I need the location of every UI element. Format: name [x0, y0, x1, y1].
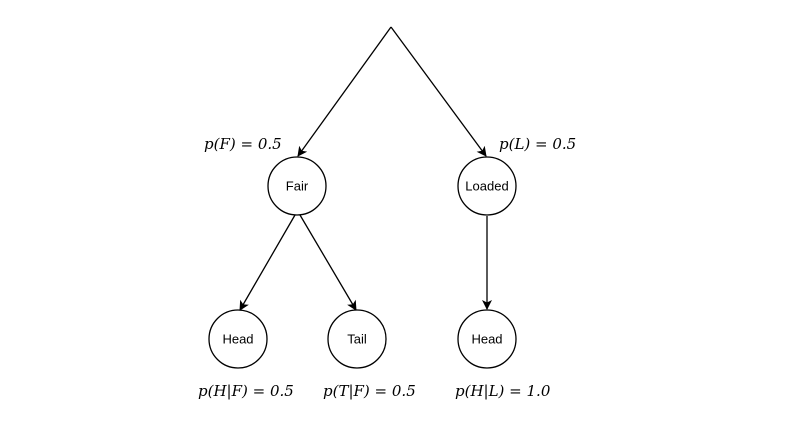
edge-fair-to-head	[239, 214, 296, 311]
node-head-fair: Head	[208, 309, 268, 369]
node-loaded: Loaded	[457, 156, 517, 216]
probability-head-given-loaded-label: p(H|L) = 1.0	[455, 382, 551, 400]
node-tail-fair-label: Tail	[347, 332, 367, 347]
edge-root-to-fair	[297, 26, 392, 157]
node-fair-label: Fair	[286, 179, 309, 194]
node-head-fair-label: Head	[222, 332, 253, 347]
probability-loaded-label: p(L) = 0.5	[499, 135, 576, 153]
probability-fair-label: p(F) = 0.5	[204, 135, 282, 153]
edge-fair-to-tail	[299, 214, 357, 311]
probability-tail-given-fair-label: p(T|F) = 0.5	[323, 382, 416, 400]
node-fair: Fair	[267, 156, 327, 216]
node-head-loaded: Head	[457, 309, 517, 369]
node-loaded-label: Loaded	[465, 179, 508, 194]
node-tail-fair: Tail	[327, 309, 387, 369]
probability-head-given-fair-label: p(H|F) = 0.5	[198, 382, 294, 400]
edge-root-to-loaded	[390, 26, 487, 157]
node-head-loaded-label: Head	[471, 332, 502, 347]
